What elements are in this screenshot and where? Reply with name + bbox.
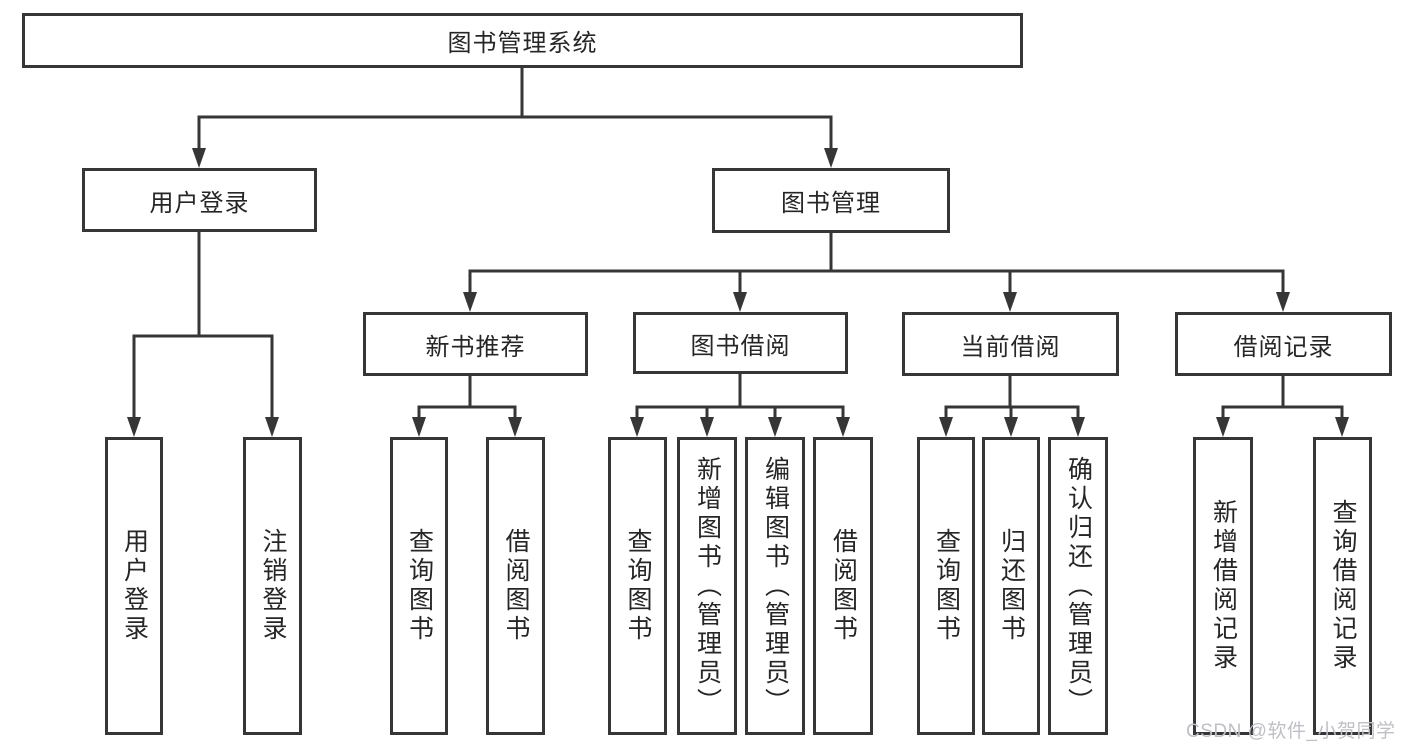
node-book-management: 图书管理 [712,168,950,233]
node-root: 图书管理系统 [22,13,1023,68]
node-leaf-user-login: 用户登录 [105,437,163,735]
connector-records-to-leaves [1216,374,1349,437]
node-leaf-logout: 注销登录 [243,437,302,735]
node-leaf-query-borrow-record: 查询借阅记录 [1313,437,1372,735]
node-leaf-query-books-recommend: 查询图书 [390,437,448,735]
node-borrowing-records: 借阅记录 [1175,312,1392,376]
connector-current-to-leaves [939,374,1085,437]
connector-borrowing-to-leaves [630,372,850,437]
node-leaf-add-book-admin: 新增图书（管理员） [677,437,737,735]
connector-bookmgmt-to-level3 [463,231,1290,312]
node-leaf-borrow-books: 借阅图书 [813,437,873,735]
csdn-watermark: CSDN @软件_小贺同学 [1186,721,1396,742]
node-book-borrowing: 图书借阅 [633,312,848,374]
node-leaf-borrow-books-recommend: 借阅图书 [486,437,545,735]
node-user-login: 用户登录 [82,168,317,232]
connector-root-to-level2 [192,66,838,168]
node-leaf-edit-book-admin: 编辑图书（管理员） [745,437,805,735]
node-leaf-return-books: 归还图书 [982,437,1040,735]
node-leaf-confirm-return-admin: 确认归还（管理员） [1048,437,1108,735]
node-leaf-add-borrow-record: 新增借阅记录 [1193,437,1253,735]
connector-newbook-to-leaves [412,374,522,437]
connector-userlogin-to-leaves [127,230,279,437]
node-leaf-query-books-borrowing: 查询图书 [608,437,667,735]
node-current-borrowing: 当前借阅 [902,312,1119,376]
node-leaf-query-books-current: 查询图书 [917,437,975,735]
node-new-book-recommend: 新书推荐 [363,312,588,376]
